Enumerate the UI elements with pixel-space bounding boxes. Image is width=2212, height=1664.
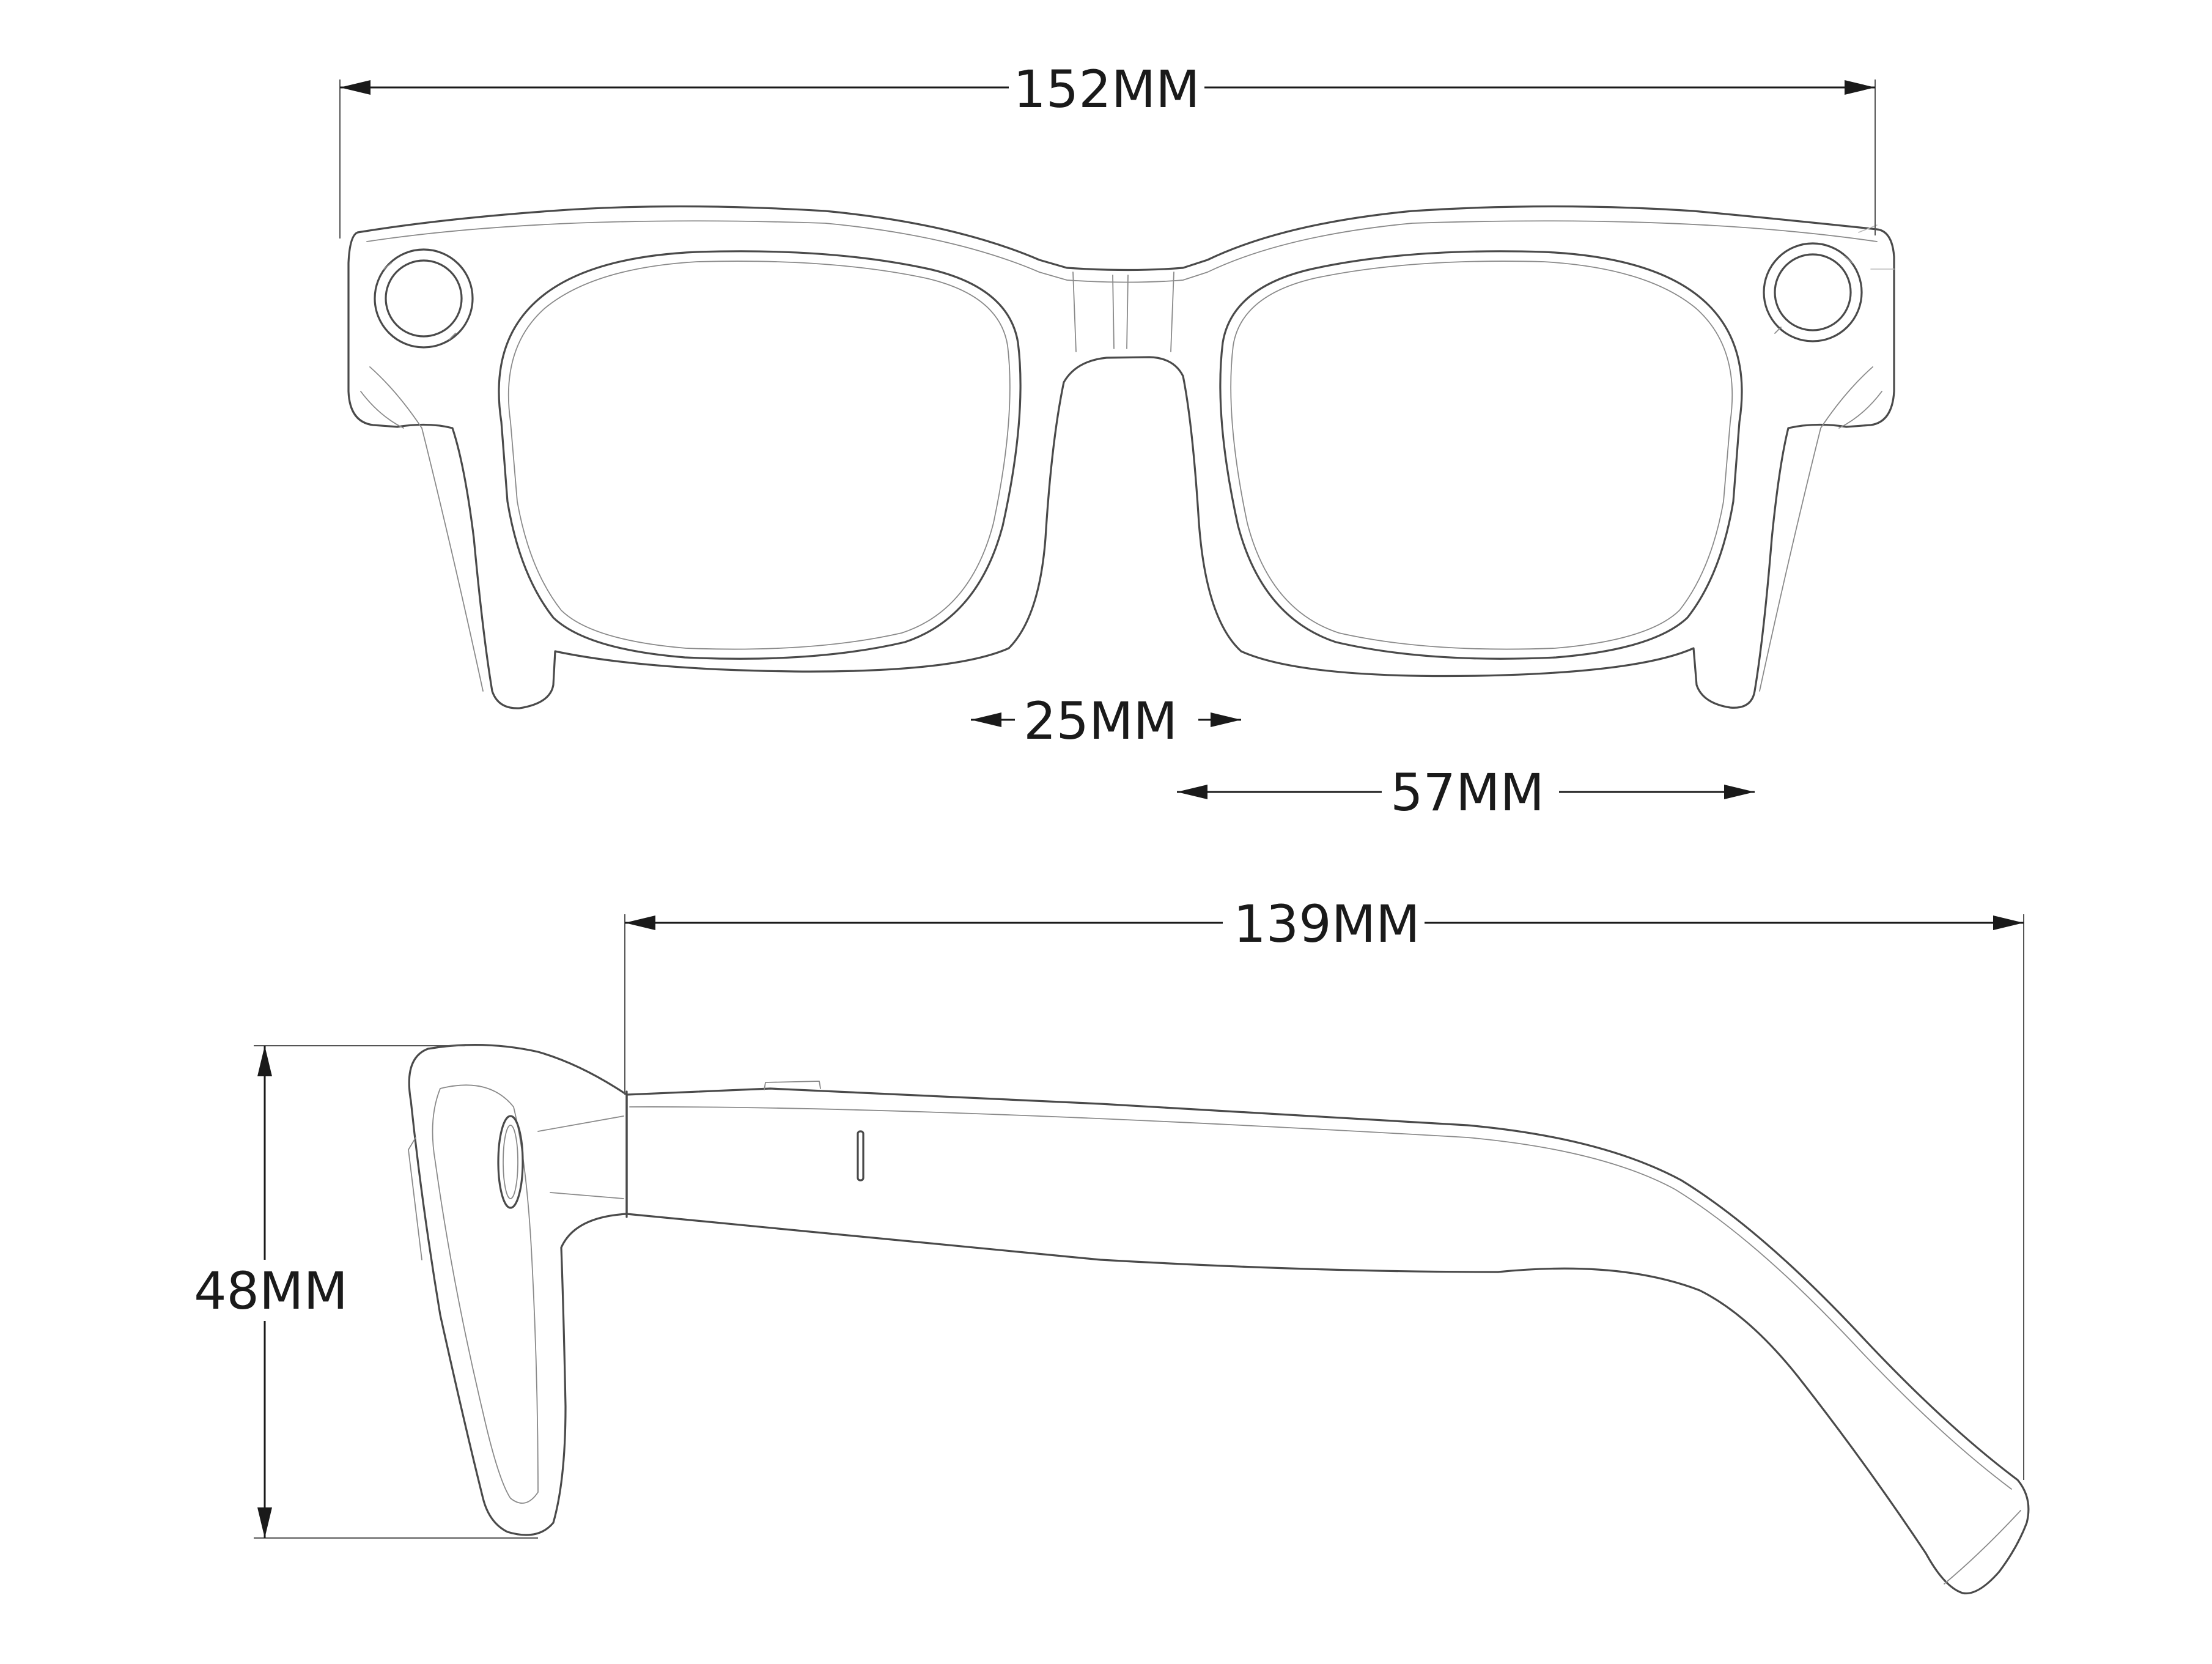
dim-overall-width: 152MM (339, 55, 1876, 239)
right-lens (1219, 250, 1743, 660)
front-frame-outline (347, 205, 1895, 709)
temple-arm (625, 1087, 2030, 1595)
left-lens-inner (507, 261, 1011, 650)
dim-frame-height: 48MM (183, 1045, 538, 1539)
front-view (347, 205, 1895, 709)
left-camera-ring (374, 248, 474, 349)
right-lens-inner (1230, 261, 1733, 650)
lens-width-label: 57MM (1390, 763, 1544, 823)
dim-lens-width: 57MM (1177, 760, 1755, 823)
frame-height-label: 48MM (194, 1261, 348, 1321)
dim-bridge-width: 25MM (971, 688, 1241, 751)
dimensions: 152MM 25MM 57MM 139MM (183, 55, 2024, 1539)
right-temple-hint (1759, 366, 1882, 692)
bridge-detail (1072, 272, 1174, 352)
side-camera (497, 1115, 524, 1209)
left-camera-lens (385, 259, 463, 338)
left-temple-hint (360, 366, 484, 692)
side-lens (432, 1084, 539, 1504)
front-frame-bevel (366, 220, 1878, 283)
side-view (408, 1043, 2030, 1595)
left-lens (498, 250, 1022, 660)
dim-temple-length: 139MM (624, 890, 2024, 1480)
temple-length-label: 139MM (1233, 894, 1420, 954)
overall-width-label: 152MM (1013, 59, 1200, 119)
side-rim-outline (408, 1043, 628, 1536)
led-indicator (857, 1130, 865, 1181)
top-button (764, 1081, 821, 1090)
right-camera-ring (1763, 242, 1863, 342)
temple-arm-inner (629, 1106, 2012, 1490)
bridge-width-label: 25MM (1023, 691, 1178, 751)
right-camera-lens (1774, 253, 1852, 331)
